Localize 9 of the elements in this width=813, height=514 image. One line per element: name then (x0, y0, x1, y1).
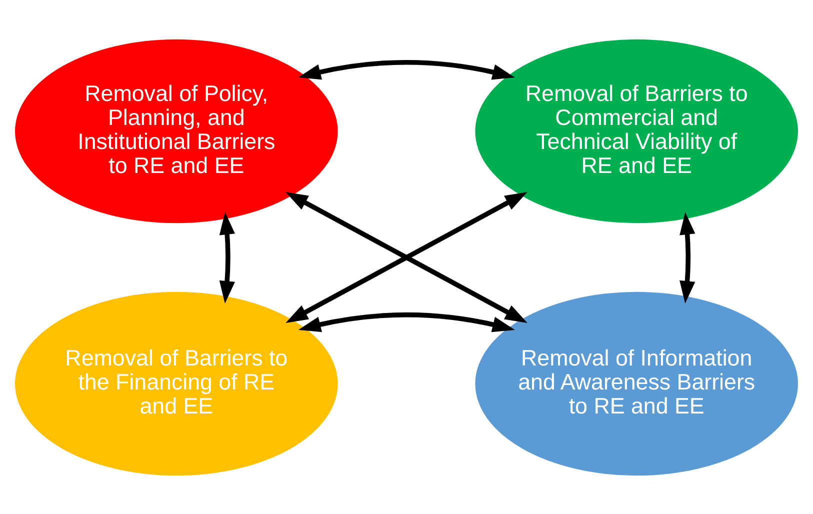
arrow (298, 59, 515, 80)
arrow (219, 212, 236, 303)
arrow (298, 312, 515, 332)
arrow (286, 191, 528, 322)
node-ellipse: Removal of Information and Awareness Barriers to RE and EE (475, 291, 798, 476)
node-ellipse: Removal of Barriers to Commercial and Technical Viability of RE and EE (475, 38, 798, 223)
node-ellipse: Removal of Policy, Planning, and Institutional Barriers to RE and EE (15, 38, 338, 223)
node-ellipse: Removal of Barriers to the Financing of RE and EE (15, 291, 338, 476)
arrow (680, 212, 696, 303)
